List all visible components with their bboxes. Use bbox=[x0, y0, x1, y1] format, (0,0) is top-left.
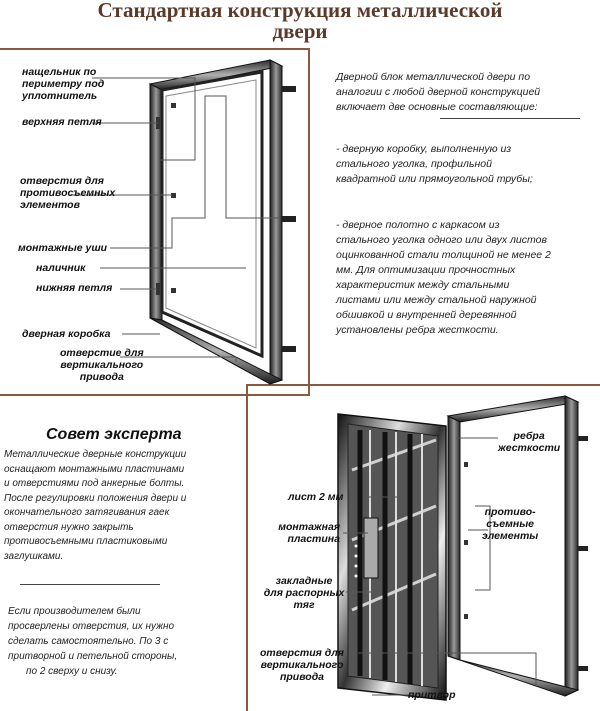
description-item-1: - дверную коробку, выполненную из стальн… bbox=[336, 142, 533, 187]
label-casing: наличник bbox=[36, 262, 85, 274]
text-line: Металлические дверные конструкции bbox=[4, 448, 186, 463]
expert-paragraph-1: Металлические дверные конструкции оснаща… bbox=[4, 448, 186, 564]
label-line: вертикального bbox=[252, 659, 352, 671]
label-embedded-parts: закладные для распорных тяг bbox=[262, 575, 346, 611]
text-line: просверлены отверстия, их нужно bbox=[4, 619, 240, 634]
label-line: пластина bbox=[258, 533, 340, 545]
text-line: аналогии с любой дверной конструкцией bbox=[336, 85, 540, 100]
text-line: мм. Для оптимизации прочностных bbox=[336, 263, 551, 278]
text-line: Если производителем были bbox=[4, 604, 240, 619]
label-line: привода bbox=[252, 671, 352, 683]
text-line: по 2 сверху и снизу. bbox=[4, 664, 240, 679]
label-line: отверстия для bbox=[252, 647, 352, 659]
label-anti-removal: противо- съемные элементы bbox=[482, 506, 538, 542]
description-intro: Дверной блок металлической двери по анал… bbox=[336, 70, 540, 115]
text-line: включает две основные составляющие: bbox=[336, 100, 540, 115]
label-line: противосъемных bbox=[20, 187, 115, 199]
divider bbox=[440, 118, 580, 119]
expert-paragraph-2: Если производителем были просверлены отв… bbox=[4, 604, 240, 679]
text-line: и отверстиями под анкерные болты. bbox=[4, 477, 186, 492]
label-line: отверстие для bbox=[60, 347, 144, 359]
label-line: съемные bbox=[482, 518, 538, 530]
label-line: противо- bbox=[482, 506, 538, 518]
label-line: элементы bbox=[482, 530, 538, 542]
label-upper-hinge: верхняя петля bbox=[22, 116, 102, 128]
mounting-ears bbox=[282, 86, 296, 352]
text-line: окончательного затягивания гаек bbox=[4, 506, 186, 521]
text-line: оснащают монтажными пластинами bbox=[4, 463, 186, 478]
frame-shape bbox=[150, 60, 282, 384]
label-line: вертикального bbox=[60, 359, 144, 371]
label-line: элементов bbox=[20, 199, 115, 211]
text-line: заглушками. bbox=[4, 550, 186, 565]
label-ribs: ребра жесткости bbox=[498, 430, 560, 454]
label-mounting-ears: монтажные уши bbox=[18, 242, 107, 254]
label-line: периметру под bbox=[22, 78, 104, 90]
label-line: закладные bbox=[262, 575, 346, 587]
label-line: тяг bbox=[262, 599, 346, 611]
text-line: отверстия нужно закрыть bbox=[4, 521, 186, 536]
label-line: привода bbox=[60, 371, 144, 383]
text-line: характеристик между стальными bbox=[336, 278, 551, 293]
label-drive-hole: отверстие для вертикального привода bbox=[60, 347, 144, 383]
label-lower-hinge: нижняя петля bbox=[36, 282, 112, 294]
text-line: притворной и петельной стороны, bbox=[4, 649, 240, 664]
text-line: обшивкой и внутренней деревянной bbox=[336, 308, 551, 323]
label-line: уплотнитель bbox=[22, 90, 104, 102]
label-mounting-plate: монтажная пластина bbox=[258, 521, 340, 545]
label-line: нащельник по bbox=[22, 66, 104, 78]
label-rebate: притвор bbox=[408, 689, 456, 701]
description-item-2: - дверное полотно с каркасом из стальног… bbox=[336, 218, 551, 338]
text-line: сделать самостоятельно. По 3 с bbox=[4, 634, 240, 649]
text-line: листами или между стальной наружной bbox=[336, 293, 551, 308]
label-line: отверстия для bbox=[20, 175, 115, 187]
expert-title: Совет эксперта bbox=[46, 426, 182, 444]
text-line: оцинкованной стали толщиной не менее 2 bbox=[336, 248, 551, 263]
label-anti-removal-holes: отверстия для противосъемных элементов bbox=[20, 175, 115, 211]
text-line: стального уголка, профильной bbox=[336, 157, 533, 172]
expert-divider bbox=[20, 584, 160, 585]
label-sheet: лист 2 мм bbox=[288, 491, 343, 503]
label-line: жесткости bbox=[498, 442, 560, 454]
text-line: - дверное полотно с каркасом из bbox=[336, 218, 551, 233]
text-line: стального уголка одного или двух листов bbox=[336, 233, 551, 248]
label-line: монтажная bbox=[258, 521, 340, 533]
label-line: ребра bbox=[498, 430, 560, 442]
text-line: квадратной или прямоугольной трубы; bbox=[336, 172, 533, 187]
label-door-frame: дверная коробка bbox=[22, 328, 110, 340]
label-line: для распорных bbox=[262, 587, 346, 599]
label-vertical-drive-holes: отверстия для вертикального привода bbox=[252, 647, 352, 683]
text-line: противосъемными пластиковыми bbox=[4, 535, 186, 550]
label-seal-strip: нащельник по периметру под уплотнитель bbox=[22, 66, 104, 102]
text-line: Дверной блок металлической двери по bbox=[336, 70, 540, 85]
text-line: - дверную коробку, выполненную из bbox=[336, 142, 533, 157]
text-line: После регулировки положения двери и bbox=[4, 492, 186, 507]
text-line: установлены ребра жесткости. bbox=[336, 323, 551, 338]
